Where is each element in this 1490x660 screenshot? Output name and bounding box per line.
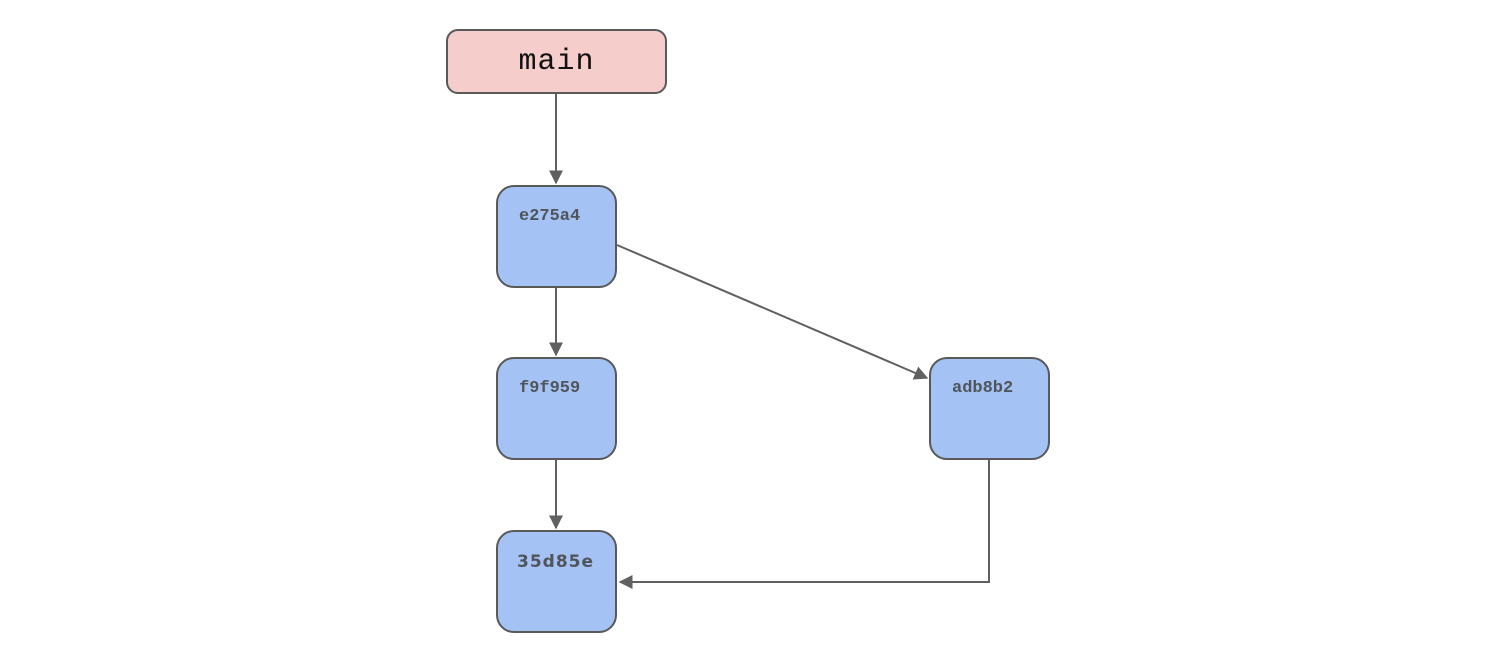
edge-adb8b2-to-35d85e	[618, 460, 990, 589]
commit-label: adb8b2	[952, 379, 1014, 398]
commit-node-f9f959: f9f959	[496, 357, 617, 460]
commit-label: f9f959	[519, 379, 581, 398]
branch-label: main	[518, 44, 595, 79]
edge-e275a4-to-adb8b2	[616, 244, 929, 380]
commit-node-adb8b2: adb8b2	[929, 357, 1050, 460]
commit-label: e275a4	[519, 207, 581, 226]
commit-node-e275a4: e275a4	[496, 185, 617, 288]
commit-label: 35d85e	[517, 552, 595, 572]
branch-node-main: main	[446, 29, 667, 94]
commit-node-35d85e: 35d85e	[496, 530, 617, 633]
